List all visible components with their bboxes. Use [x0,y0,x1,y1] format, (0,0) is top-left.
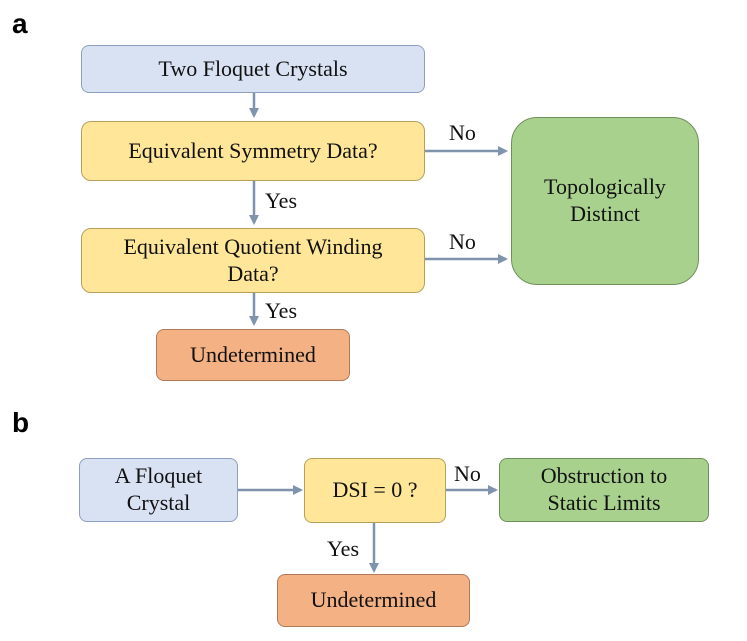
panel-b-start-line1: A Floquet [114,463,203,489]
panel-a-edge-label-no-2: No [449,229,476,254]
panel-b-start-line2: Crystal [126,490,191,515]
panel-a-winding-question-line1: Equivalent Quotient Winding [123,233,383,259]
panel-a-distinct-line2: Distinct [570,201,640,226]
panel-a-symmetry-question-label: Equivalent Symmetry Data? [128,137,378,163]
panel-a-edge-label-yes-2: Yes [265,298,298,323]
panel-b-obstruction-node: Obstruction to Static Limits [499,458,709,522]
panel-a-letter: a [12,8,28,39]
panel-a-edge-label-no-1: No [449,120,476,145]
panel-b-obstruction-line2: Static Limits [547,490,661,515]
panel-a-winding-question-line2: Data? [227,260,279,286]
panel-a-undetermined-label: Undetermined [190,341,316,367]
panel-b-undetermined-node: Undetermined [277,574,470,627]
panel-a-edge-label-yes-1: Yes [265,188,298,213]
panel-b-dsi-question-label: DSI = 0 ? [332,477,418,503]
panel-a-distinct-line1: Topologically [544,174,666,200]
panel-b-start-node: A Floquet Crystal [79,458,238,522]
panel-a-undetermined-node: Undetermined [156,329,350,381]
panel-a-start-label: Two Floquet Crystals [158,55,348,81]
panel-a-start-node: Two Floquet Crystals [81,45,425,93]
panel-b-undetermined-label: Undetermined [310,587,437,613]
panel-a-winding-question-node: Equivalent Quotient Winding Data? [81,228,425,293]
panel-b-edge-label-yes: Yes [327,536,360,561]
panel-b-obstruction-line1: Obstruction to [540,463,668,489]
panel-a-distinct-node: Topologically Distinct [511,117,699,285]
panel-b-letter: b [12,407,30,438]
panel-b-edge-label-no: No [454,461,481,486]
panel-b-dsi-question-node: DSI = 0 ? [304,458,446,523]
panel-a-symmetry-question-node: Equivalent Symmetry Data? [81,121,425,181]
